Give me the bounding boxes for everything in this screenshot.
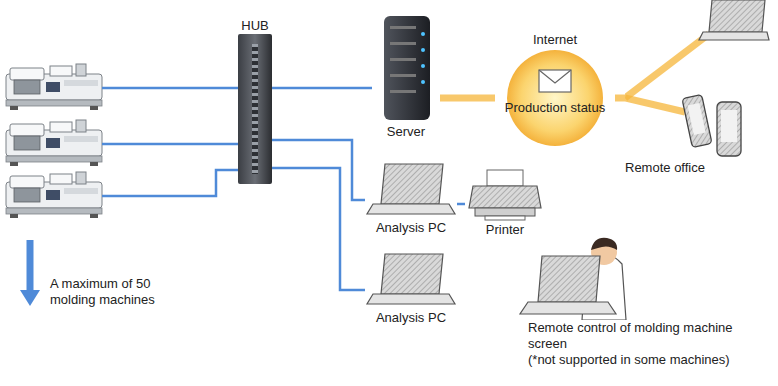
server: Server (372, 12, 440, 140)
node-label: Printer (465, 222, 545, 238)
note-label: A maximum of 50 molding machines (50, 276, 180, 308)
remote-office: Remote office (625, 0, 770, 176)
node-label: Remote control of molding machine screen (508, 320, 758, 352)
server-icon (372, 12, 440, 124)
printer-icon (465, 168, 545, 222)
node-label: Analysis PC (365, 310, 457, 326)
network-wire (102, 170, 238, 196)
internet-label: Internet (495, 32, 615, 48)
printer: Printer (465, 168, 545, 238)
hub-body (238, 34, 272, 184)
node-label: Analysis PC (365, 220, 457, 236)
internet-globe (495, 48, 615, 148)
person-icon (508, 236, 758, 320)
network-wire (102, 143, 238, 146)
molding-machine (6, 172, 102, 218)
pc-icon (365, 250, 457, 310)
internet-circle: Production status (495, 48, 615, 148)
analysis-pc: Analysis PC (365, 250, 457, 326)
molding-machine (6, 120, 102, 166)
node-label: Remote office (625, 160, 770, 176)
network-cable (272, 88, 372, 89)
status-label: Production status (495, 48, 615, 116)
network-hub: HUB (238, 18, 272, 184)
pc-icon (365, 160, 457, 220)
remote-icon (625, 0, 770, 160)
internet-link (615, 98, 625, 99)
network-wire (102, 87, 238, 90)
internet-cloud: InternetProduction status (495, 32, 615, 148)
molding-machine (6, 64, 102, 110)
network-cable (272, 168, 365, 290)
remote-operator: Remote control of molding machine screen… (508, 236, 758, 368)
down-arrow (27, 240, 34, 292)
hub-label: HUB (238, 18, 272, 34)
network-cable (457, 204, 465, 205)
internet-link (440, 98, 495, 99)
node-label: Server (372, 124, 440, 140)
analysis-pc: Analysis PC (365, 160, 457, 236)
node-label: (*not supported in some machines) (508, 352, 758, 368)
network-cable (272, 140, 365, 200)
down-arrow (20, 290, 40, 306)
hub-port-strip (252, 44, 259, 174)
